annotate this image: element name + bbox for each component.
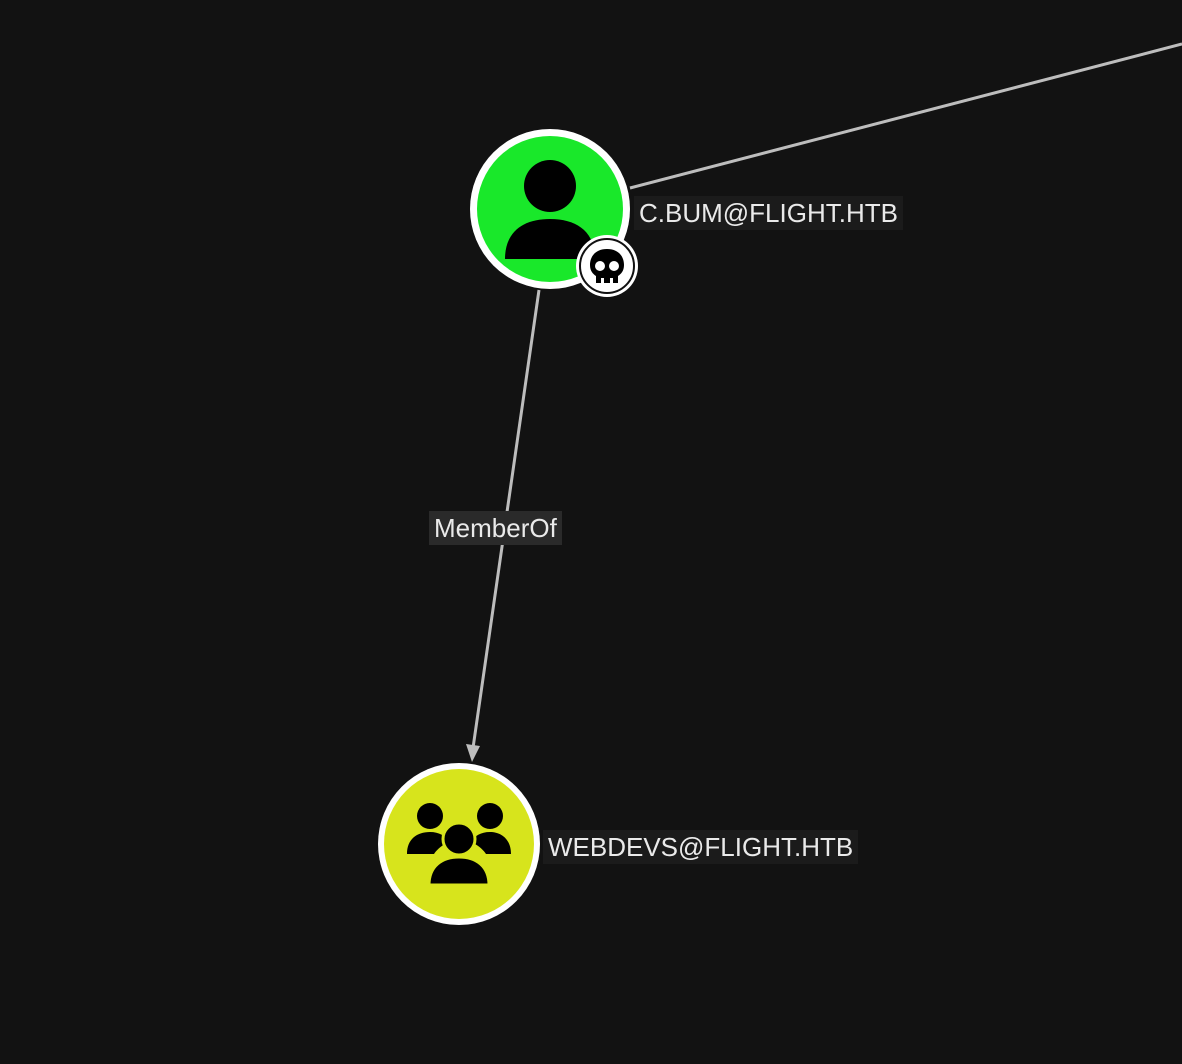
user-icon (505, 160, 595, 259)
node-user-label: C.BUM@FLIGHT.HTB (634, 196, 903, 230)
group-icon (407, 803, 511, 887)
edge-memberof-label[interactable]: MemberOf (429, 511, 562, 545)
edge-arrowhead (466, 744, 480, 762)
node-group[interactable] (376, 761, 542, 927)
node-group-label: WEBDEVS@FLIGHT.HTB (543, 830, 859, 864)
skull-badge (575, 234, 639, 298)
edge-offscreen[interactable] (629, 42, 1182, 190)
skull-icon (576, 235, 638, 297)
